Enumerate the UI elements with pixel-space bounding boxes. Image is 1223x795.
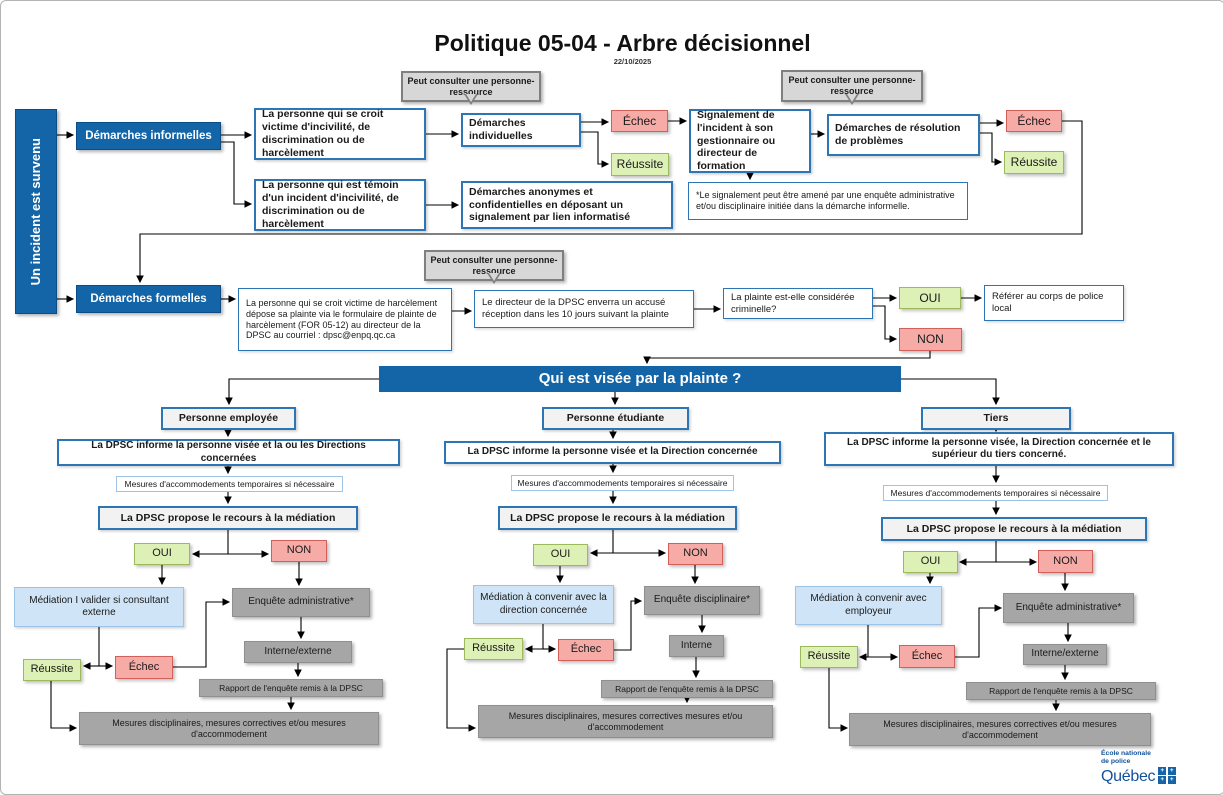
- branch-header-student: Personne étudiante: [542, 407, 689, 430]
- node-resolution-problemes: Démarches de résolution de problèmes: [827, 114, 980, 156]
- status-non-criminelle: NON: [899, 328, 962, 351]
- node-enquete-tiers: Enquête administrative*: [1003, 593, 1134, 623]
- node-enquete-type-tiers: Interne/externe: [1023, 644, 1107, 665]
- node-plainte-criminelle: La plainte est-elle considérée criminell…: [723, 288, 873, 319]
- status-reussite-informal-2: Réussite: [1004, 151, 1064, 174]
- logo-org-line1: École nationale: [1101, 750, 1151, 757]
- node-dpsc-informe-employee: La DPSC informe la personne visée et la …: [57, 439, 400, 466]
- branch-header-tiers: Tiers: [921, 407, 1071, 430]
- node-signalement-gestionnaire: Signalement de l'incident à son gestionn…: [689, 109, 811, 173]
- status-oui-mediation-student: OUI: [533, 544, 588, 566]
- status-reussite-informal-1: Réussite: [611, 153, 669, 176]
- node-demarches-informelles: Démarches informelles: [76, 122, 221, 150]
- node-demarches-formelles: Démarches formelles: [76, 285, 221, 313]
- node-rapport-enquete-employee: Rapport de l'enquête remis à la DPSC: [199, 679, 383, 697]
- status-reussite-mediation-tiers: Réussite: [800, 646, 858, 668]
- node-mediation-tiers: Médiation à convenir avec employeur: [795, 586, 942, 625]
- status-reussite-mediation-employee: Réussite: [23, 659, 81, 681]
- status-non-mediation-employee: NON: [271, 540, 327, 562]
- status-echec-informal-2: Échec: [1006, 110, 1062, 132]
- enpq-logo: École nationale de police Québec: [1101, 750, 1176, 786]
- node-enquete-type-employee: Interne/externe: [244, 641, 352, 663]
- node-depot-plainte: La personne qui se croit victime de harc…: [238, 288, 452, 351]
- status-oui-mediation-tiers: OUI: [903, 551, 958, 573]
- flag-square: [1167, 776, 1176, 785]
- node-accuse-reception: Le directeur de la DPSC enverra un accus…: [474, 290, 694, 328]
- callout-personne-ressource-1: Peut consulter une personne-ressource: [401, 71, 541, 102]
- status-non-mediation-tiers: NON: [1038, 550, 1093, 573]
- node-rapport-enquete-tiers: Rapport de l'enquête remis à la DPSC: [966, 682, 1156, 700]
- node-dpsc-informe-student: La DPSC informe la personne visée et la …: [444, 441, 781, 464]
- node-enquete-employee: Enquête administrative*: [232, 588, 370, 617]
- incident-banner-label: Un incident est survenu: [28, 137, 44, 286]
- flag-square: [1158, 776, 1167, 785]
- node-temoin: La personne qui est témoin d'un incident…: [254, 179, 426, 231]
- node-proposition-mediation-student: La DPSC propose le recours à la médiatio…: [498, 506, 737, 530]
- node-enquete-type-student: Interne: [669, 635, 724, 657]
- page-date: 22/10/2025: [613, 57, 652, 66]
- status-echec-mediation-tiers: Échec: [899, 645, 955, 668]
- node-mesures-disciplinaires-tiers: Mesures disciplinaires, mesures correcti…: [849, 713, 1151, 746]
- node-demarches-individuelles: Démarches individuelles: [461, 113, 581, 147]
- status-reussite-mediation-student: Réussite: [464, 638, 523, 660]
- node-dpsc-informe-tiers: La DPSC informe la personne visée, la Di…: [824, 432, 1174, 466]
- status-oui-criminelle: OUI: [899, 287, 961, 309]
- branch-header-employee: Personne employée: [161, 407, 296, 430]
- incident-banner: Un incident est survenu: [15, 109, 57, 314]
- node-enquete-student: Enquête disciplinaire*: [644, 586, 760, 615]
- node-mesures-accommodements-student: Mesures d'accommodements temporaires si …: [511, 475, 734, 491]
- logo-org-line2: de police: [1101, 757, 1131, 765]
- node-mesures-disciplinaires-employee: Mesures disciplinaires, mesures correcti…: [79, 712, 379, 745]
- node-proposition-mediation-tiers: La DPSC propose le recours à la médiatio…: [881, 517, 1147, 541]
- note-signalement-footnote: *Le signalement peut être amené par une …: [688, 182, 968, 220]
- node-proposition-mediation-employee: La DPSC propose le recours à la médiatio…: [98, 506, 358, 530]
- node-mesures-disciplinaires-student: Mesures disciplinaires, mesures correcti…: [478, 705, 773, 738]
- node-mediation-student: Médiation à convenir avec la direction c…: [473, 585, 614, 624]
- node-mesures-accommodements-employee: Mesures d'accommodements temporaires si …: [116, 476, 343, 492]
- node-mesures-accommodements-tiers: Mesures d'accommodements temporaires si …: [883, 485, 1108, 501]
- callout-personne-ressource-3: Peut consulter une personne-ressource: [424, 250, 564, 281]
- flag-square: [1158, 766, 1167, 775]
- node-mediation-employee: Médiation I valider si consultant extern…: [14, 587, 184, 627]
- page-title: Politique 05-04 - Arbre décisionnel: [434, 30, 811, 56]
- node-demarches-anonymes: Démarches anonymes et confidentielles en…: [461, 181, 673, 229]
- status-echec-mediation-employee: Échec: [115, 656, 173, 679]
- quebec-flag-icon: [1158, 766, 1176, 785]
- status-non-mediation-student: NON: [668, 543, 723, 565]
- logo-wordmark: Québec: [1101, 768, 1156, 786]
- status-oui-mediation-employee: OUI: [134, 543, 190, 565]
- node-victime: La personne qui se croit victime d'inciv…: [254, 108, 426, 160]
- flag-square: [1167, 766, 1176, 775]
- node-referer-police: Référer au corps de police local: [984, 285, 1124, 321]
- callout-personne-ressource-2: Peut consulter une personne-ressource: [781, 70, 923, 102]
- node-rapport-enquete-student: Rapport de l'enquête remis à la DPSC: [601, 680, 773, 698]
- status-echec-mediation-student: Échec: [558, 639, 614, 661]
- status-echec-informal-1: Échec: [611, 110, 668, 132]
- band-question-plainte: Qui est visée par la plainte ?: [379, 366, 901, 392]
